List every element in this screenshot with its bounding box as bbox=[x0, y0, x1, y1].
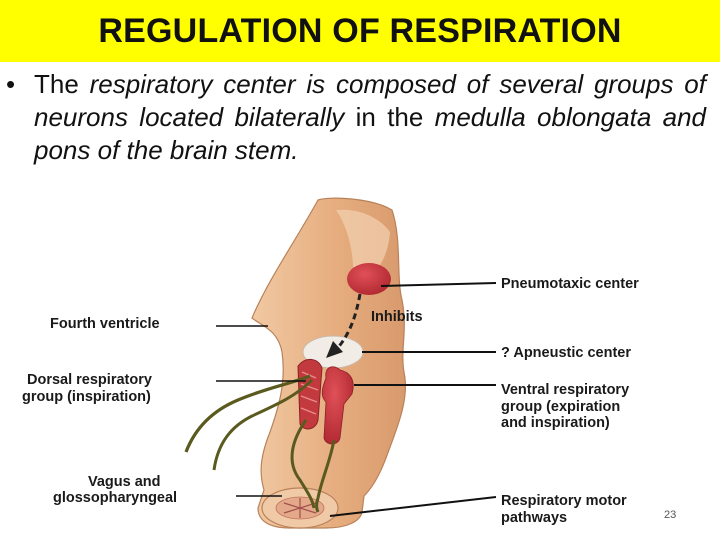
label-apneustic: ? Apneustic center bbox=[501, 345, 631, 361]
label-motor-line1: Respiratory motor bbox=[501, 493, 627, 509]
label-inhibits: Inhibits bbox=[371, 309, 423, 325]
label-ventral-line2: group (expiration bbox=[501, 399, 620, 415]
dorsal-respiratory-group bbox=[298, 359, 322, 429]
label-dorsal-line2: group (inspiration) bbox=[22, 389, 151, 405]
label-dorsal-line1: Dorsal respiratory bbox=[27, 372, 152, 388]
pneumotaxic-center bbox=[347, 263, 391, 295]
label-fourth-ventricle: Fourth ventricle bbox=[50, 316, 160, 332]
label-pneumotaxic: Pneumotaxic center bbox=[501, 276, 639, 292]
page-number: 23 bbox=[664, 509, 676, 521]
label-vagus-line2: glossopharyngeal bbox=[53, 490, 177, 506]
label-motor-line2: pathways bbox=[501, 510, 567, 526]
label-vagus-line1: Vagus and bbox=[88, 474, 161, 490]
label-ventral-line1: Ventral respiratory bbox=[501, 382, 629, 398]
label-ventral-line3: and inspiration) bbox=[501, 415, 610, 431]
